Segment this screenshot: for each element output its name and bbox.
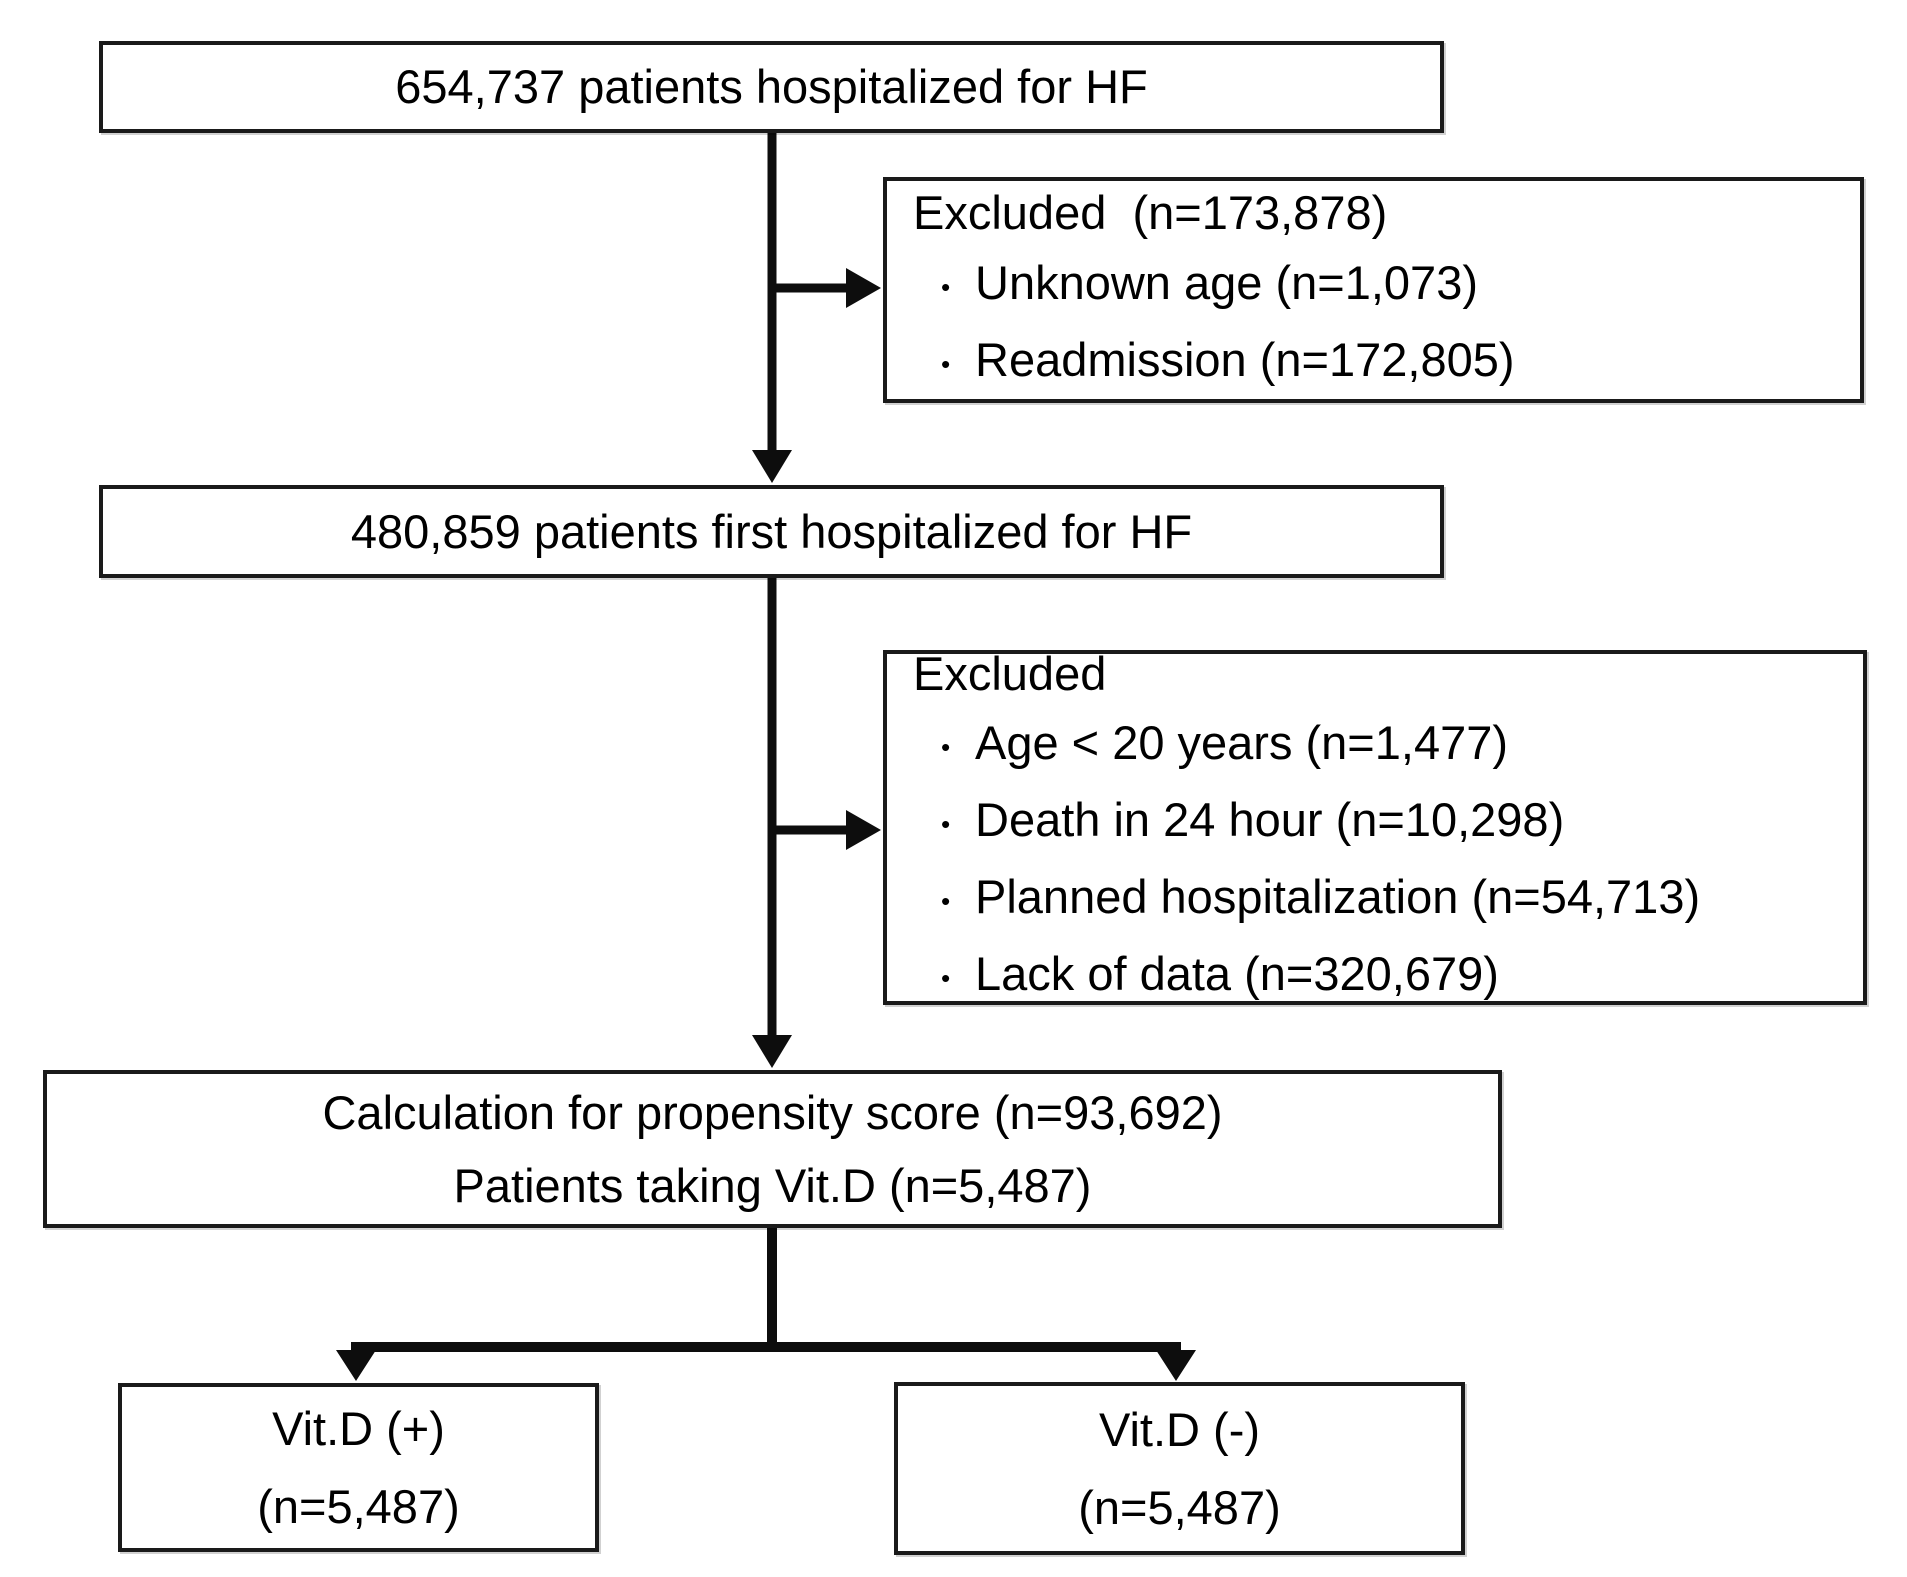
exclusion-item: • Death in 24 hour (n=10,298) xyxy=(913,785,1845,862)
exclusion-item-text: Lack of data (n=320,679) xyxy=(975,947,1499,1000)
bullet-icon: • xyxy=(941,885,951,916)
arrow-branch-excluded-2 xyxy=(768,810,881,850)
node-first-hospitalized: 480,859 patients first hospitalized for … xyxy=(99,485,1444,578)
node-text-line2: (n=5,487) xyxy=(257,1479,460,1533)
node-excluded-2: Excluded • Age < 20 years (n=1,477) • De… xyxy=(883,647,1867,1005)
exclusion-item: • Unknown age (n=1,073) xyxy=(913,248,1842,325)
bullet-icon: • xyxy=(941,348,951,379)
node-propensity-score: Calculation for propensity score (n=93,6… xyxy=(43,1070,1502,1228)
exclusion-item-text: Death in 24 hour (n=10,298) xyxy=(975,793,1565,846)
exclusion-item-text: Planned hospitalization (n=54,713) xyxy=(975,870,1701,923)
node-text-line2: (n=5,487) xyxy=(1078,1480,1281,1534)
exclusion-item: • Lack of data (n=320,679) xyxy=(913,939,1845,1016)
node-text: 480,859 patients first hospitalized for … xyxy=(350,504,1193,558)
arrow-box2-to-box3 xyxy=(752,576,792,1068)
bullet-icon: • xyxy=(941,962,951,993)
bullet-icon: • xyxy=(941,271,951,302)
arrow-branch-excluded-1 xyxy=(768,268,881,308)
node-hospitalized-for-hf: 654,737 patients hospitalized for HF xyxy=(99,41,1444,133)
node-text-line2: Patients taking Vit.D (n=5,487) xyxy=(453,1159,1092,1212)
exclusion-item: • Readmission (n=172,805) xyxy=(913,325,1842,402)
exclusion-item-text: Age < 20 years (n=1,477) xyxy=(975,716,1509,769)
node-vitd-minus: Vit.D (-) (n=5,487) xyxy=(894,1382,1465,1555)
node-excluded-1: Excluded (n=173,878) • Unknown age (n=1,… xyxy=(883,177,1864,403)
exclusion-title: Excluded (n=173,878) xyxy=(913,186,1388,239)
node-text: 654,737 patients hospitalized for HF xyxy=(395,60,1148,113)
exclusion-item-text: Unknown age (n=1,073) xyxy=(975,256,1478,309)
node-text-line1: Vit.D (-) xyxy=(1098,1402,1260,1456)
node-text-line1: Calculation for propensity score (n=93,6… xyxy=(322,1086,1223,1139)
exclusion-item: • Planned hospitalization (n=54,713) xyxy=(913,862,1845,939)
bullet-icon: • xyxy=(941,731,951,762)
split-connector xyxy=(336,1226,1196,1381)
bullet-icon: • xyxy=(941,808,951,839)
exclusion-title: Excluded xyxy=(913,647,1107,700)
arrow-box1-to-box2 xyxy=(752,130,792,483)
exclusion-item: • Age < 20 years (n=1,477) xyxy=(913,708,1845,785)
node-vitd-plus: Vit.D (+) (n=5,487) xyxy=(118,1383,599,1552)
exclusion-item-text: Readmission (n=172,805) xyxy=(975,333,1515,386)
node-text-line1: Vit.D (+) xyxy=(272,1401,445,1455)
